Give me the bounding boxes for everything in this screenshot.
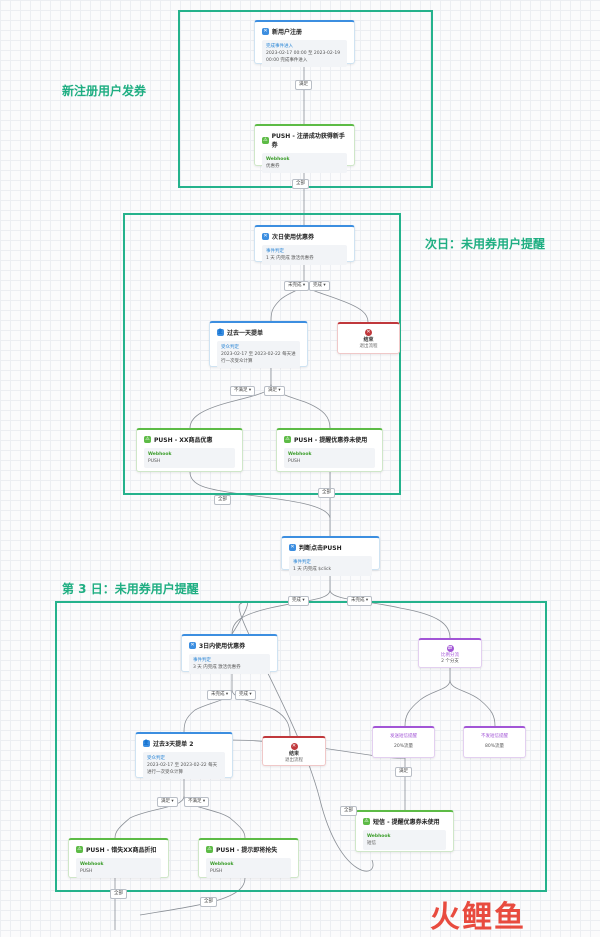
node-end-1[interactable]: ✕ 结束 退出流程 (337, 322, 400, 354)
branch-pill-not-completed-2[interactable]: 未完成 ▾ (347, 596, 373, 606)
node-ratio-split[interactable]: ⇄ 比例分流 2 个分支 (418, 638, 482, 668)
end-icon: ✕ (365, 329, 372, 336)
branch-pill-not-satisfied[interactable]: 不满足 ▾ (230, 386, 256, 396)
node-end-2[interactable]: ✕ 结束 退出流程 (262, 736, 326, 766)
push-icon: ⚠ (144, 436, 151, 443)
section-title-next-day: 次日：未用券用户提醒 (425, 237, 546, 251)
branch-pill-all-6[interactable]: 全部 (200, 897, 217, 907)
push-icon: ⚠ (363, 818, 370, 825)
section-title-day-three: 第 3 日：未用券用户提醒 (62, 582, 199, 596)
branch-pill-completed-3[interactable]: 完成 ▾ (235, 690, 256, 700)
branch-pill-satisfied[interactable]: 满足 (295, 80, 312, 90)
branch-pill-satisfied-3[interactable]: 满足 ▾ (157, 797, 178, 807)
brand-logo: 火鲤鱼 (430, 900, 526, 935)
audience-icon: 👤 (143, 740, 150, 747)
frame-next-day (123, 213, 401, 495)
branch-pill-completed-2[interactable]: 完成 ▾ (288, 596, 309, 606)
node-sms-no-send[interactable]: 不发短信提醒 80%流量 (463, 726, 526, 758)
branch-pill-satisfied-2[interactable]: 满足 ▾ (264, 386, 285, 396)
event-icon: ✕ (189, 642, 196, 649)
split-icon: ⇄ (446, 645, 454, 652)
push-icon: ⚠ (262, 136, 269, 144)
branch-pill-not-completed[interactable]: 未完成 ▾ (284, 281, 310, 291)
event-icon: ✕ (262, 28, 269, 35)
push-icon: ⚠ (206, 846, 213, 853)
section-title-new-user: 新注册用户发券 (62, 84, 147, 98)
branch-pill-all-5[interactable]: 全部 (110, 889, 127, 899)
branch-pill-completed[interactable]: 完成 ▾ (309, 281, 330, 291)
audience-icon: 👤 (217, 329, 224, 336)
branch-pill-all-2[interactable]: 全部 (214, 495, 231, 505)
branch-pill-not-completed-3[interactable]: 未完成 ▾ (207, 690, 233, 700)
event-icon: ✕ (262, 233, 269, 240)
branch-pill-all-3[interactable]: 全部 (318, 488, 335, 498)
branch-pill-satisfied-4[interactable]: 满足 (395, 767, 412, 777)
event-icon: ✕ (289, 544, 296, 551)
push-icon: ⚠ (76, 846, 83, 853)
branch-pill-all-4[interactable]: 全部 (340, 806, 357, 816)
push-icon: ⚠ (284, 436, 291, 443)
branch-pill-all[interactable]: 全部 (292, 179, 309, 189)
end-icon: ✕ (290, 743, 298, 750)
node-sms-send[interactable]: 发送短信提醒 20%流量 (372, 726, 435, 758)
branch-pill-not-satisfied-2[interactable]: 不满足 ▾ (184, 797, 210, 807)
